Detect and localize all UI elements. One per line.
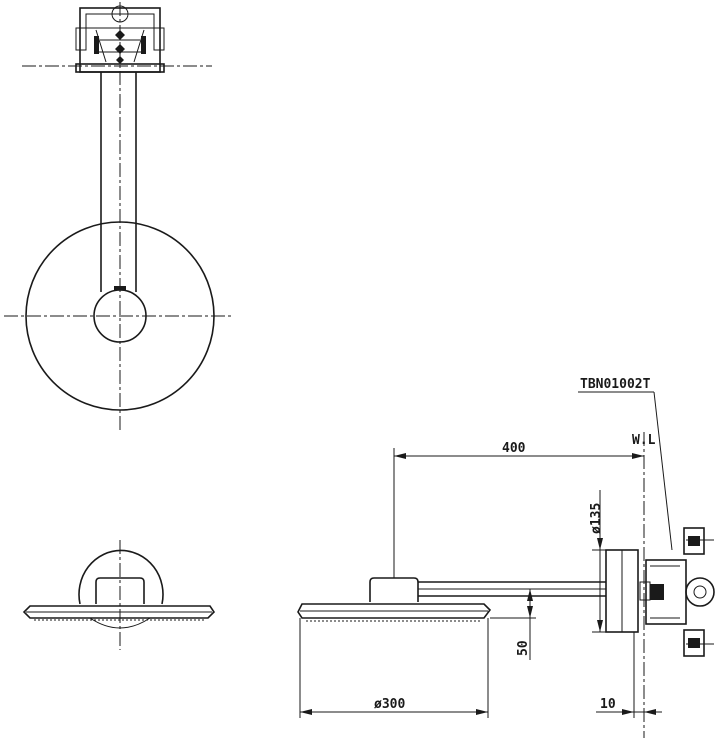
dim-300-label: ø300 bbox=[374, 697, 405, 712]
part-label-leader bbox=[653, 391, 673, 551]
side-view-dimensioned: TBN01002T W.L 400 ø135 50 ø300 bbox=[297, 377, 715, 738]
head-collar-right bbox=[369, 577, 419, 602]
dim-10-label: 10 bbox=[600, 697, 616, 712]
dim-400-label: 400 bbox=[502, 441, 526, 456]
mount-bracket bbox=[639, 527, 715, 657]
dim-50-label: 50 bbox=[516, 640, 531, 656]
head-collar bbox=[95, 577, 145, 604]
front-view bbox=[4, 2, 232, 430]
water-level-label: W.L bbox=[632, 433, 656, 448]
part-number-label: TBN01002T bbox=[580, 377, 651, 392]
head-plate-right bbox=[297, 603, 492, 619]
side-view-small bbox=[22, 540, 216, 650]
dim-135-label: ø135 bbox=[589, 503, 604, 534]
head-dome bbox=[78, 549, 164, 605]
head-plate bbox=[22, 605, 216, 619]
